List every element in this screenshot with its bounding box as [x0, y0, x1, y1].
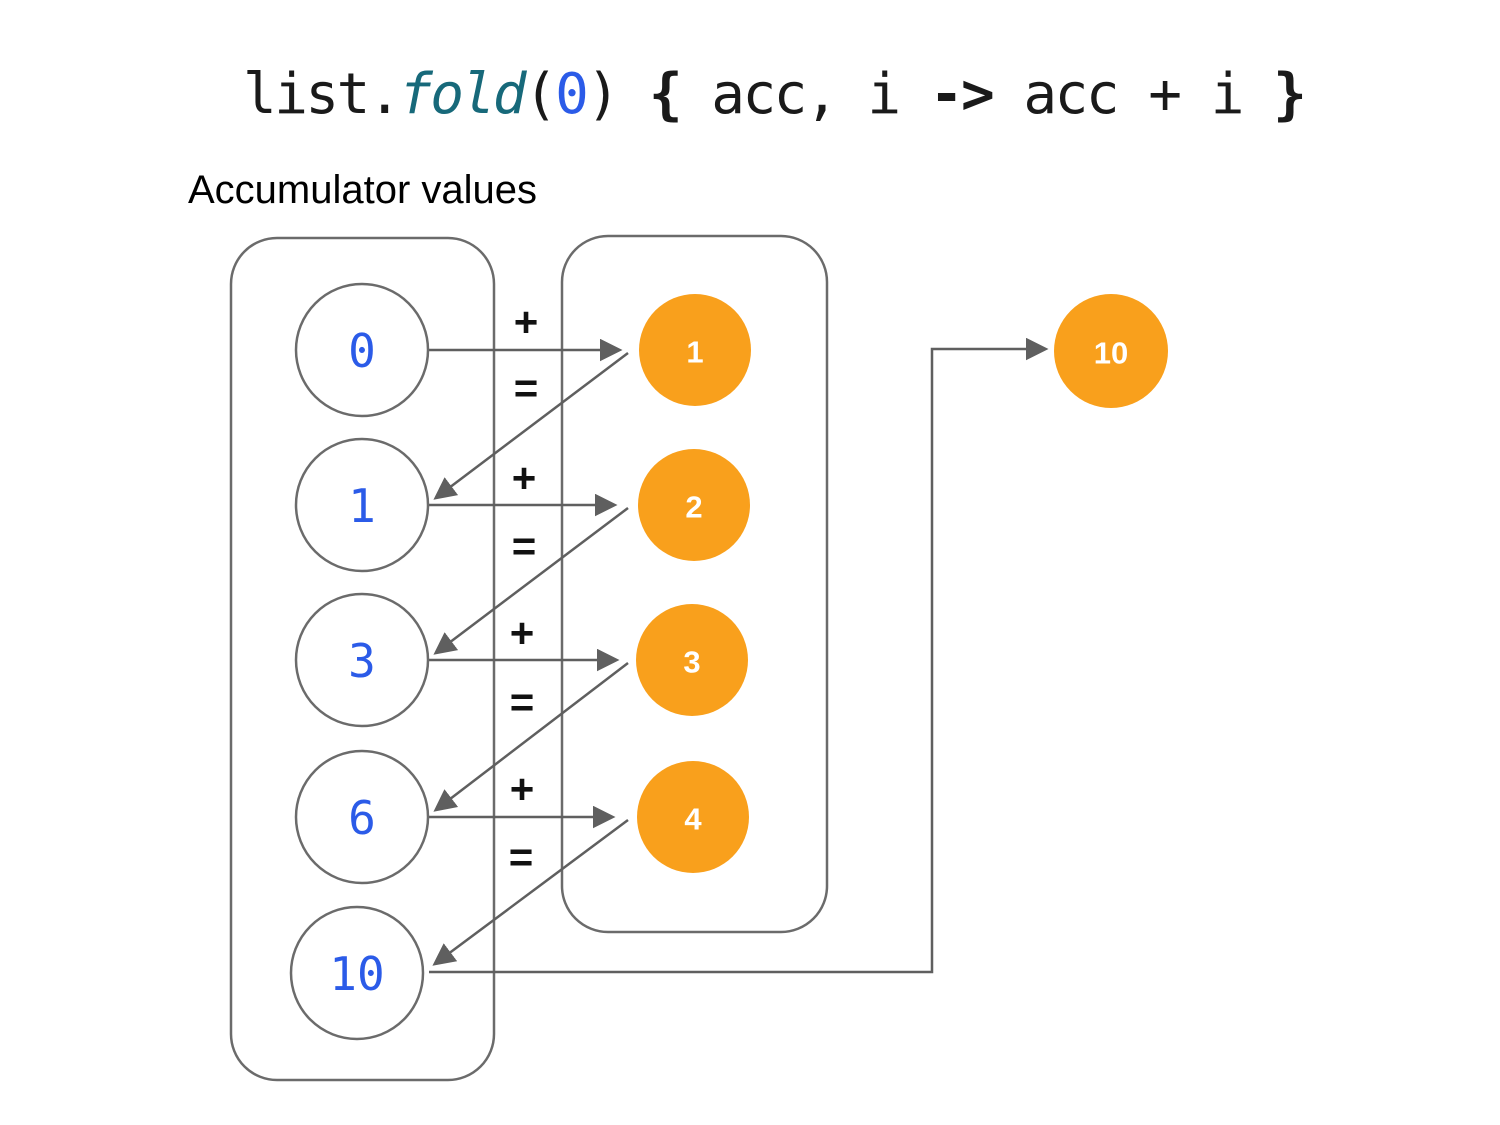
plus-operator-2: + — [512, 455, 537, 502]
list-items-box — [560, 234, 829, 934]
accumulator-circle-3 — [294, 592, 430, 728]
code-fold-function: fold — [399, 62, 526, 127]
list-item-circle-1 — [639, 294, 751, 406]
item-to-acc-arrow-4 — [432, 818, 629, 966]
code-lambda-params: acc, i — [680, 62, 930, 127]
list-item-value-3: 3 — [683, 645, 700, 680]
list-item-circle-2 — [638, 449, 750, 561]
plus-operator-4: + — [510, 766, 535, 813]
list-item-value-4: 4 — [684, 802, 702, 837]
code-title: list.fold(0) { acc, i -> acc + i } — [243, 62, 1307, 127]
plus-operator-3: + — [510, 610, 535, 657]
code-close-brace: } — [1273, 62, 1307, 127]
accumulator-values-label: Accumulator values — [188, 168, 538, 212]
accumulator-value-5: 10 — [329, 947, 384, 1001]
equals-operator-1: = — [514, 365, 539, 412]
code-lambda-body: acc + i — [992, 62, 1274, 127]
accumulator-circle-4 — [294, 749, 430, 885]
accumulator-circle-2 — [294, 437, 430, 573]
list-item-value-1: 1 — [686, 335, 703, 370]
equals-operator-3: = — [510, 679, 535, 726]
list-item-circle-4 — [637, 761, 749, 873]
list-item-value-2: 2 — [685, 490, 702, 525]
accumulator-value-4: 6 — [348, 791, 376, 845]
code-open-paren: ( — [523, 62, 558, 127]
result-circle — [1054, 294, 1168, 408]
result-arrow — [429, 337, 1049, 974]
accumulator-value-2: 1 — [348, 479, 376, 533]
list-item-circle-3 — [636, 604, 748, 716]
accumulator-value-3: 3 — [348, 634, 376, 688]
code-receiver: list. — [243, 62, 402, 127]
accumulator-circle-5 — [289, 905, 425, 1041]
accumulator-value-1: 0 — [348, 324, 376, 378]
item-to-acc-arrow-2 — [433, 507, 629, 655]
code-open-brace: { — [648, 62, 683, 127]
result-value: 10 — [1094, 336, 1128, 371]
code-close-paren: ) — [586, 62, 649, 127]
plus-operator-1: + — [514, 299, 539, 346]
equals-operator-4: = — [509, 834, 534, 881]
code-lambda-arrow: -> — [929, 62, 995, 127]
item-to-acc-arrow-1 — [433, 352, 629, 500]
item-to-acc-arrow-3 — [433, 662, 629, 812]
accumulator-circle-1 — [294, 282, 430, 418]
code-initial-value: 0 — [555, 62, 589, 127]
equals-operator-2: = — [512, 523, 537, 570]
